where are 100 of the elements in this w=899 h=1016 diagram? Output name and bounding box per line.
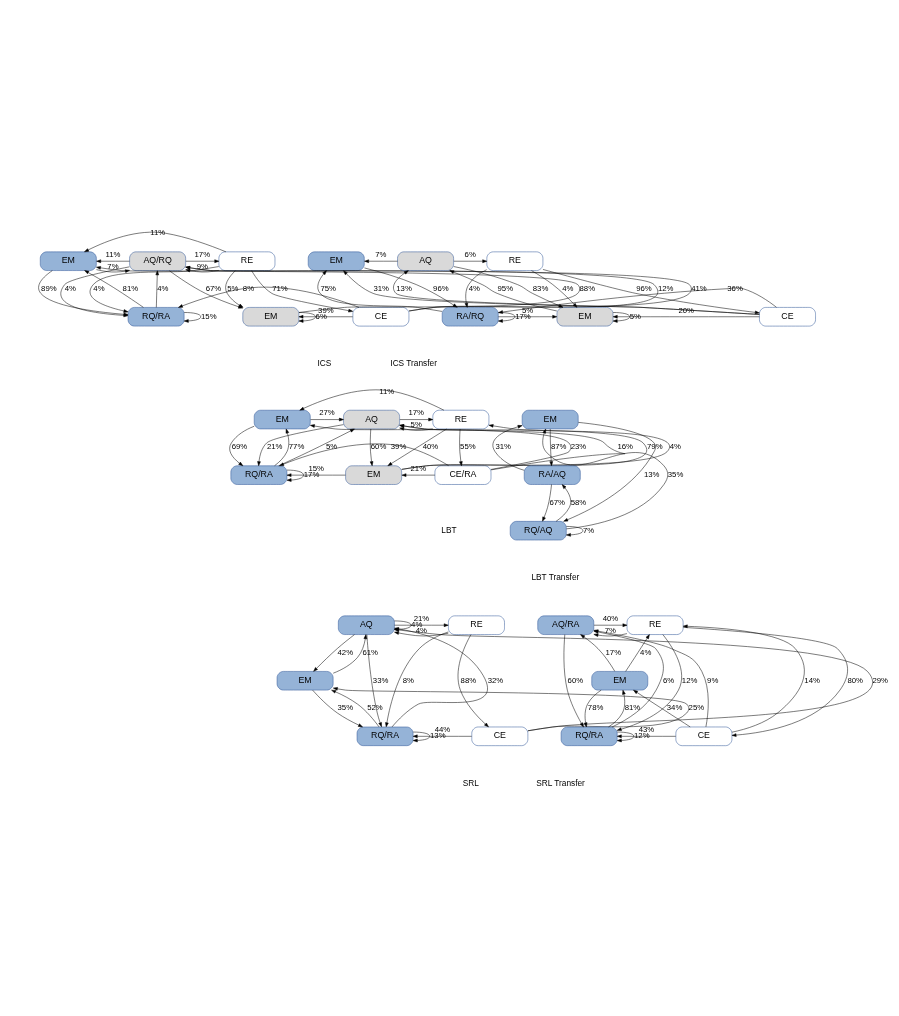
arrow [682,624,805,732]
arrow [298,311,316,323]
arrow [593,623,628,627]
arrow [555,483,571,522]
arrow [563,421,656,522]
arrow [625,633,650,672]
arrow [399,417,434,421]
arrow [612,314,760,318]
arrow [331,689,380,727]
label: ICS [317,357,332,368]
label: LBT [441,524,457,535]
node-box: EM [521,409,579,429]
arrow [286,472,346,477]
arrow [332,633,368,673]
arrow [498,314,558,318]
arrow [583,689,602,727]
node-box: RE [448,615,505,635]
node-box: RQ/RA [230,465,288,485]
arrow [401,472,436,477]
node-box: EM [40,251,97,271]
arrow [412,734,472,738]
arrow [310,423,572,470]
arrow [317,269,443,312]
arrow [183,311,201,323]
arrow [566,525,584,537]
node-box: RE [218,251,276,271]
label: SRL [462,777,479,788]
arrow [369,428,374,466]
label: LBT Transfer [531,571,580,582]
arrow [542,268,760,314]
arrow [299,389,445,410]
node-box: EM [345,465,402,485]
arrow [185,259,220,263]
node-box: EM [242,306,300,326]
node-box: AQ/RA [537,615,595,635]
node-box: RA/RQ [441,306,499,326]
arrow [531,269,578,308]
arrow [155,269,159,308]
arrow [225,269,244,308]
node-box: RE [432,409,490,429]
arrow [84,269,144,308]
arrow [580,633,616,672]
arrow [394,623,449,627]
node-box: AQ [338,615,395,635]
arrow [394,630,449,636]
arrow [542,483,552,521]
arrow [312,689,363,727]
arrow [633,689,691,727]
node-box: EM [591,670,649,690]
arrow [310,417,344,421]
arrow [563,633,584,727]
arrow [96,268,130,273]
arrow [612,311,630,323]
node-box: RQ/RA [560,726,618,746]
node-box: AQ [397,251,454,271]
arrow [453,265,564,308]
node-box: CE/RA [434,465,492,485]
node-box: AQ [343,409,400,429]
arrow [286,469,304,482]
arrow [593,632,628,637]
arrow [498,287,777,314]
arrow [278,428,355,466]
node-box: CE [471,726,529,746]
arrow [608,689,626,727]
arrow [385,631,449,727]
node-box: CE [759,306,816,326]
arrow [542,428,668,529]
arrow [459,428,463,466]
arrow [449,269,558,311]
node-box: EM [556,306,614,326]
arrow [229,425,255,466]
arrow [298,314,353,318]
node-box: EM [276,670,334,690]
node-box: EM [307,251,365,271]
arrow [313,633,355,672]
arrow [366,634,382,727]
arrow [498,311,516,323]
arrow [279,443,449,466]
node-box: RQ/RA [356,726,414,746]
node-box: EM [253,409,311,429]
node-box: AQ/RQ [129,251,186,271]
arrow [683,626,848,737]
arrow [616,734,676,738]
arrow [333,686,689,731]
arrow [84,231,227,252]
arrow [399,426,433,431]
arrow [274,428,290,466]
arrow [549,428,553,466]
arrow [364,259,398,263]
arrow [178,286,360,308]
node-box: RQ/AQ [509,520,567,540]
arrow [464,268,487,308]
node-box: CE [675,726,733,746]
label: SRL Transfer [536,777,585,788]
arrow [257,423,344,466]
arrow [96,259,130,263]
node-box: RQ/RA [127,306,185,326]
node-box: RA/AQ [523,465,581,485]
node-box: RE [626,615,684,635]
label: ICS Transfer [390,357,437,368]
